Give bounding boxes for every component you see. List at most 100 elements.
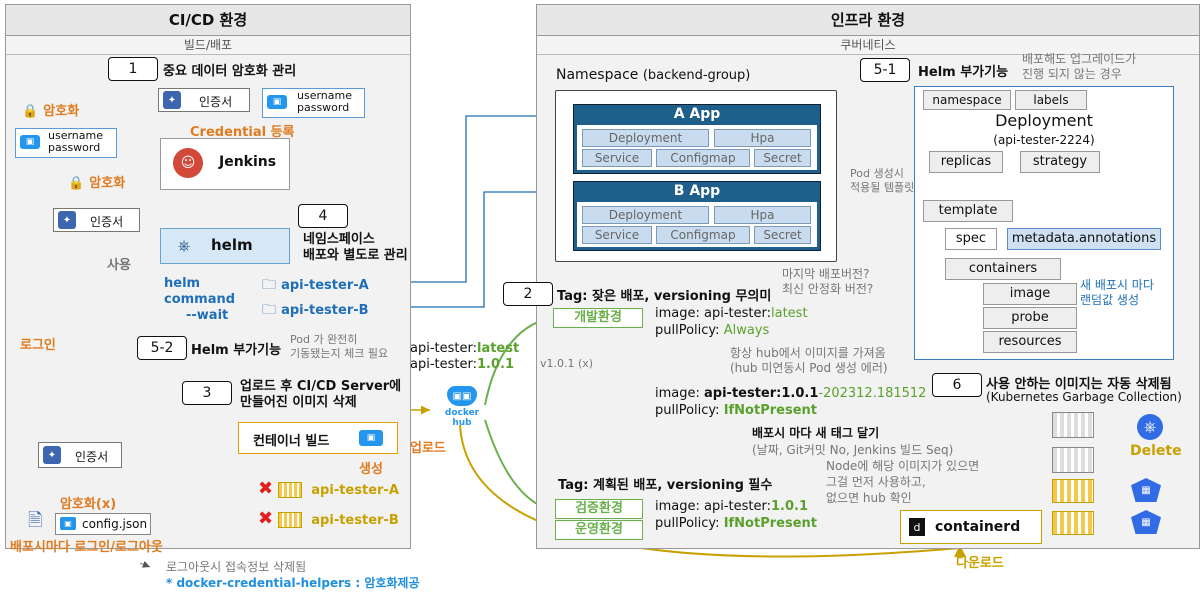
step-2-label: Tag: 잦은 배포, versioning 무의미 (557, 289, 772, 304)
deployment-spec: spec (945, 228, 997, 250)
dated-pull-key: pullPolicy: (655, 403, 724, 418)
deployment-containers: containers (945, 258, 1061, 280)
helm-command-text: helm command --wait (164, 276, 235, 324)
deployment-template: template (923, 200, 1013, 222)
v-x-label: v1.0.1 (x) (540, 357, 594, 370)
helm-label: helm (211, 236, 253, 254)
tag-latest-name: api-tester: (410, 341, 477, 356)
step-3-badge: 3 (182, 381, 232, 405)
cert-label: 인증서 (75, 450, 109, 464)
new-tag-label: 배포시 마다 새 태그 달기 (752, 426, 880, 440)
dev-image-key: image: (655, 306, 705, 321)
upload-label: 업로드 (410, 441, 446, 456)
lock-icon: 🔒 (22, 104, 39, 119)
cert-label: 인증서 (90, 215, 124, 229)
container-image-icon (278, 481, 303, 498)
file-icon: 🗎 (28, 510, 43, 531)
api-tester-a-item: 🗀 api-tester-A (262, 274, 369, 298)
new-tag-sub: (날짜, Git커밋 No, Jenkins 빌드 Seq) (752, 443, 954, 457)
jenkins-icon: ☺ (173, 148, 203, 178)
deleted-image-b: ✖ api-tester-B (258, 508, 399, 529)
deployment-tab-namespace: namespace (923, 90, 1011, 110)
cicd-panel-subtitle: 빌드/배포 (6, 36, 410, 55)
api-tester-b-image-label: api-tester-B (311, 513, 399, 528)
helm-command-line-1: helm (164, 276, 201, 291)
verify-env-badge: 검증환경 (555, 499, 643, 519)
infra-panel-subtitle: 쿠버네티스 (537, 36, 1199, 55)
pod-template-note-line-1: Pod 생성시 (850, 167, 904, 180)
tag-latest: api-tester:latest (410, 341, 519, 357)
credential-card-top: ▣ username password (262, 88, 365, 118)
dated-image-tag: -202312.181512 (818, 386, 927, 401)
step-4-line-2: 배포와 별도로 관리 (303, 248, 408, 263)
dated-image-key: image: (655, 386, 705, 401)
delete-x-icon: ✖ (258, 478, 274, 499)
docker-icon: ▣ (60, 517, 76, 530)
node-image-note-line-3: 없으면 hub 확인 (826, 491, 912, 505)
dev-env-spec: image: api-tester:latest pullPolicy: Alw… (655, 305, 808, 339)
dev-image-name: api-tester: (704, 306, 771, 321)
credential-password: password (48, 141, 101, 154)
docker-icon: ▣ (359, 430, 383, 446)
step-4-line-1: 네임스페이스 (303, 232, 375, 247)
app-b-secret: Secret (754, 226, 811, 244)
tag-version-name: api-tester: (410, 357, 477, 372)
dev-pull-value: Always (723, 323, 770, 338)
app-b-card: B App Deployment Hpa Service Configmap S… (573, 181, 821, 251)
app-b-title: B App (673, 183, 721, 199)
helm-command-line-2: command (164, 292, 236, 307)
encrypt-tag-2: 🔒 암호화 (68, 172, 125, 191)
step-5-2-badge: 5-2 (137, 336, 187, 360)
containerd-label: containerd (935, 519, 1021, 535)
docker-hub-logo: ▣▣ docker hub (437, 384, 487, 428)
deployment-resources: resources (983, 331, 1077, 353)
deleted-image-a: ✖ api-tester-A (258, 478, 399, 499)
container-image-icon (278, 511, 303, 528)
planned-pull-value: IfNotPresent (723, 516, 817, 531)
docker-whale-icon: ▣▣ (447, 386, 477, 406)
hub-pull-note: 항상 hub에서 이미지를 가져옴 (hub 미연동시 Pod 생성 에러) (730, 346, 888, 376)
step-5-1-note-line-2: 진행 되지 않는 경우 (1022, 67, 1122, 81)
planned-spec: image: api-tester:1.0.1 pullPolicy: IfNo… (655, 498, 817, 532)
download-label: 다운로드 (956, 556, 1004, 571)
step-6-badge: 6 (932, 373, 982, 397)
random-value-note-line-1: 새 배포시 마다 (1080, 278, 1154, 292)
step-5-1-label: Helm 부가기능 (918, 65, 1009, 80)
step-1-badge: 1 (108, 57, 158, 81)
version-question-line-2: 최신 안정화 버전? (782, 282, 874, 296)
used-image-1 (1052, 479, 1094, 503)
app-a-card: A App Deployment Hpa Service Configmap S… (573, 104, 821, 174)
config-json-label: config.json (82, 517, 148, 531)
jenkins-box: ☺ Jenkins (160, 138, 290, 190)
hub-pull-note-line-2: (hub 미연동시 Pod 생성 에러) (730, 361, 888, 375)
pushed-tags: api-tester:latest api-tester:1.0.1 (410, 341, 519, 373)
dev-pull-line: pullPolicy: Always (655, 322, 808, 339)
credential-username: username (297, 89, 352, 102)
namespace-label: Namespace (556, 67, 639, 83)
step-5-2-note: Pod 가 완전히 기동됐는지 체크 필요 (290, 333, 388, 361)
api-tester-a-label: api-tester-A (281, 278, 369, 293)
app-b-hpa: Hpa (714, 206, 811, 224)
version-question-line-1: 마지막 배포버전? (782, 267, 870, 281)
step-1-label: 중요 데이터 암호화 관리 (163, 64, 297, 79)
namespace-name: (backend-group) (642, 68, 751, 83)
api-tester-b-label: api-tester-B (281, 303, 369, 318)
dev-image-line: image: api-tester:latest (655, 305, 808, 322)
tag-version-value: 1.0.1 (476, 357, 514, 372)
dated-image-line: image: api-tester:1.0.1-202312.181512 (655, 385, 926, 402)
delete-x-icon: ✖ (258, 508, 274, 529)
dated-pull-line: pullPolicy: IfNotPresent (655, 402, 926, 419)
app-a-secret: Secret (754, 149, 811, 167)
deployment-tab-labels: labels (1015, 90, 1087, 110)
config-json-item: 🗎 (28, 508, 42, 538)
config-json-box: ▣ config.json (55, 513, 151, 535)
containerd-icon: d (909, 518, 925, 536)
step-4-badge: 4 (298, 204, 348, 228)
dev-image-tag: latest (771, 306, 808, 321)
encrypt-label-1: 암호화 (43, 104, 80, 119)
step-6-sub: (Kubernetes Garbage Collection) (986, 390, 1182, 404)
planned-pull-key: pullPolicy: (655, 516, 724, 531)
folder-icon: 🗀 (262, 277, 276, 293)
delete-label: Delete (1130, 443, 1182, 459)
pod-template-note-line-2: 적용될 템플릿 (850, 181, 915, 194)
